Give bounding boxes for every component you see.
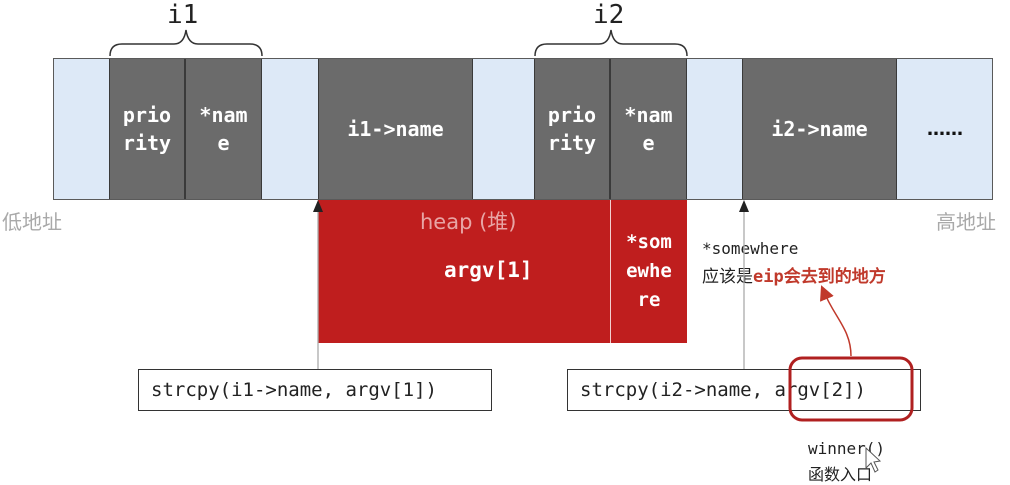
strcpy-i1-code: strcpy(i1->name, argv[1]): [151, 379, 437, 401]
strcpy-i2-code-arg: argv[2]): [774, 379, 866, 401]
heap-label: heap (堆): [420, 210, 517, 234]
i1-struct-label: i1: [167, 0, 199, 30]
i2-brace: [534, 29, 688, 57]
i1-brace: [109, 29, 263, 57]
i1-name-buffer-cell: i1->name: [318, 58, 473, 200]
eip-curve-arrow: [820, 285, 852, 357]
i2-struct-label: i2: [593, 0, 625, 30]
argv2-highlight: [788, 356, 914, 422]
note-suffix: 会去到的地方: [783, 267, 886, 287]
strcpy-i1-code-box: strcpy(i1->name, argv[1]): [138, 369, 492, 411]
memory-ellipsis-cell: ……: [897, 58, 993, 200]
mouse-cursor-icon: [865, 446, 882, 473]
heap-argv1-region: [318, 200, 610, 343]
note-prefix: 应该是: [702, 267, 753, 287]
strcpy-i2-code-prefix: strcpy(i2->name,: [580, 379, 775, 401]
low-address-label: 低地址: [2, 210, 62, 234]
somewhere-note-line1: *somewhere: [702, 239, 799, 258]
memory-gap-4: [687, 58, 742, 200]
i1-name-pointer-cell: *nam e: [185, 58, 262, 200]
heap-argv1-label: argv[1]: [444, 258, 533, 282]
i1-priority-cell: prio rity: [109, 58, 185, 200]
memory-gap-3: [473, 58, 534, 200]
i2-priority-cell: prio rity: [534, 58, 610, 200]
memory-gap-1: [53, 58, 109, 200]
winner-label-line2: 函数入口: [808, 465, 873, 484]
strcpy-i2-code-box: strcpy(i2->name, argv[2]): [567, 369, 921, 411]
high-address-label: 高地址: [936, 210, 996, 234]
i2-name-buffer-cell: i2->name: [742, 58, 897, 200]
i2-name-pointer-cell: *nam e: [610, 58, 687, 200]
somewhere-note-line2: 应该是eip会去到的地方: [702, 262, 886, 287]
memory-gap-2: [262, 58, 318, 200]
heap-somewhere-region: *som ewhe re: [610, 200, 687, 343]
note-eip: eip: [753, 267, 784, 287]
